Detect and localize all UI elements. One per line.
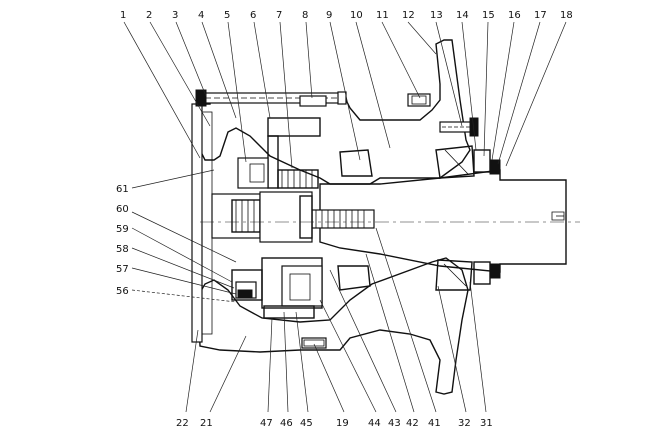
part-number: 16 xyxy=(508,10,521,21)
part-number: 41 xyxy=(428,418,441,429)
part-number: 46 xyxy=(280,418,293,429)
leader-lines xyxy=(123,21,567,413)
part-number: 3 xyxy=(172,10,178,21)
part-number: 56 xyxy=(116,286,129,297)
front-cover xyxy=(191,103,203,343)
part-number: 14 xyxy=(456,10,469,21)
part-number: 31 xyxy=(480,418,493,429)
tie-bolt xyxy=(195,89,347,107)
upper-tapered-bearing xyxy=(339,145,475,179)
planet-gear-lower xyxy=(231,257,323,319)
part-number: 11 xyxy=(376,10,389,21)
part-number: 10 xyxy=(350,10,363,21)
lower-tapered-bearing xyxy=(337,259,473,291)
output-shaft xyxy=(311,169,567,273)
part-number: 61 xyxy=(116,184,129,195)
part-number: 45 xyxy=(300,418,313,429)
part-number: 58 xyxy=(116,244,129,255)
part-number: 22 xyxy=(176,418,189,429)
drain-plug xyxy=(301,337,327,349)
shaft-seal xyxy=(473,149,501,285)
part-number: 9 xyxy=(326,10,332,21)
part-number: 12 xyxy=(402,10,415,21)
part-number: 6 xyxy=(250,10,256,21)
vent-plug xyxy=(299,95,327,107)
part-number: 59 xyxy=(116,224,129,235)
part-number: 5 xyxy=(224,10,230,21)
part-number: 18 xyxy=(560,10,573,21)
lower-housing-wall xyxy=(197,257,469,395)
sun-gear xyxy=(211,191,313,243)
part-number: 21 xyxy=(200,418,213,429)
part-number: 60 xyxy=(116,204,129,215)
part-number: 19 xyxy=(336,418,349,429)
part-numbers-top: 1 2 3 4 5 6 7 8 9 10 11 12 13 14 15 16 1… xyxy=(120,10,573,21)
central-bolt xyxy=(311,209,375,229)
part-number: 32 xyxy=(458,418,471,429)
part-number: 17 xyxy=(534,10,547,21)
part-number: 8 xyxy=(302,10,308,21)
part-numbers-bottom: 22 21 47 46 45 19 44 43 42 41 32 31 xyxy=(176,418,493,429)
part-number: 4 xyxy=(198,10,204,21)
part-number: 47 xyxy=(260,418,273,429)
upper-housing-wall xyxy=(197,39,471,185)
cover-face xyxy=(201,111,213,335)
planet-carrier xyxy=(237,117,321,189)
part-numbers-left: 61 60 59 58 57 56 xyxy=(116,184,129,297)
part-number: 15 xyxy=(482,10,495,21)
part-number: 2 xyxy=(146,10,152,21)
part-number: 44 xyxy=(368,418,381,429)
part-number: 42 xyxy=(406,418,419,429)
flange-bolt xyxy=(439,117,479,137)
part-number: 7 xyxy=(276,10,282,21)
part-number: 1 xyxy=(120,10,126,21)
part-number: 43 xyxy=(388,418,401,429)
part-number: 57 xyxy=(116,264,129,275)
part-number: 13 xyxy=(430,10,443,21)
